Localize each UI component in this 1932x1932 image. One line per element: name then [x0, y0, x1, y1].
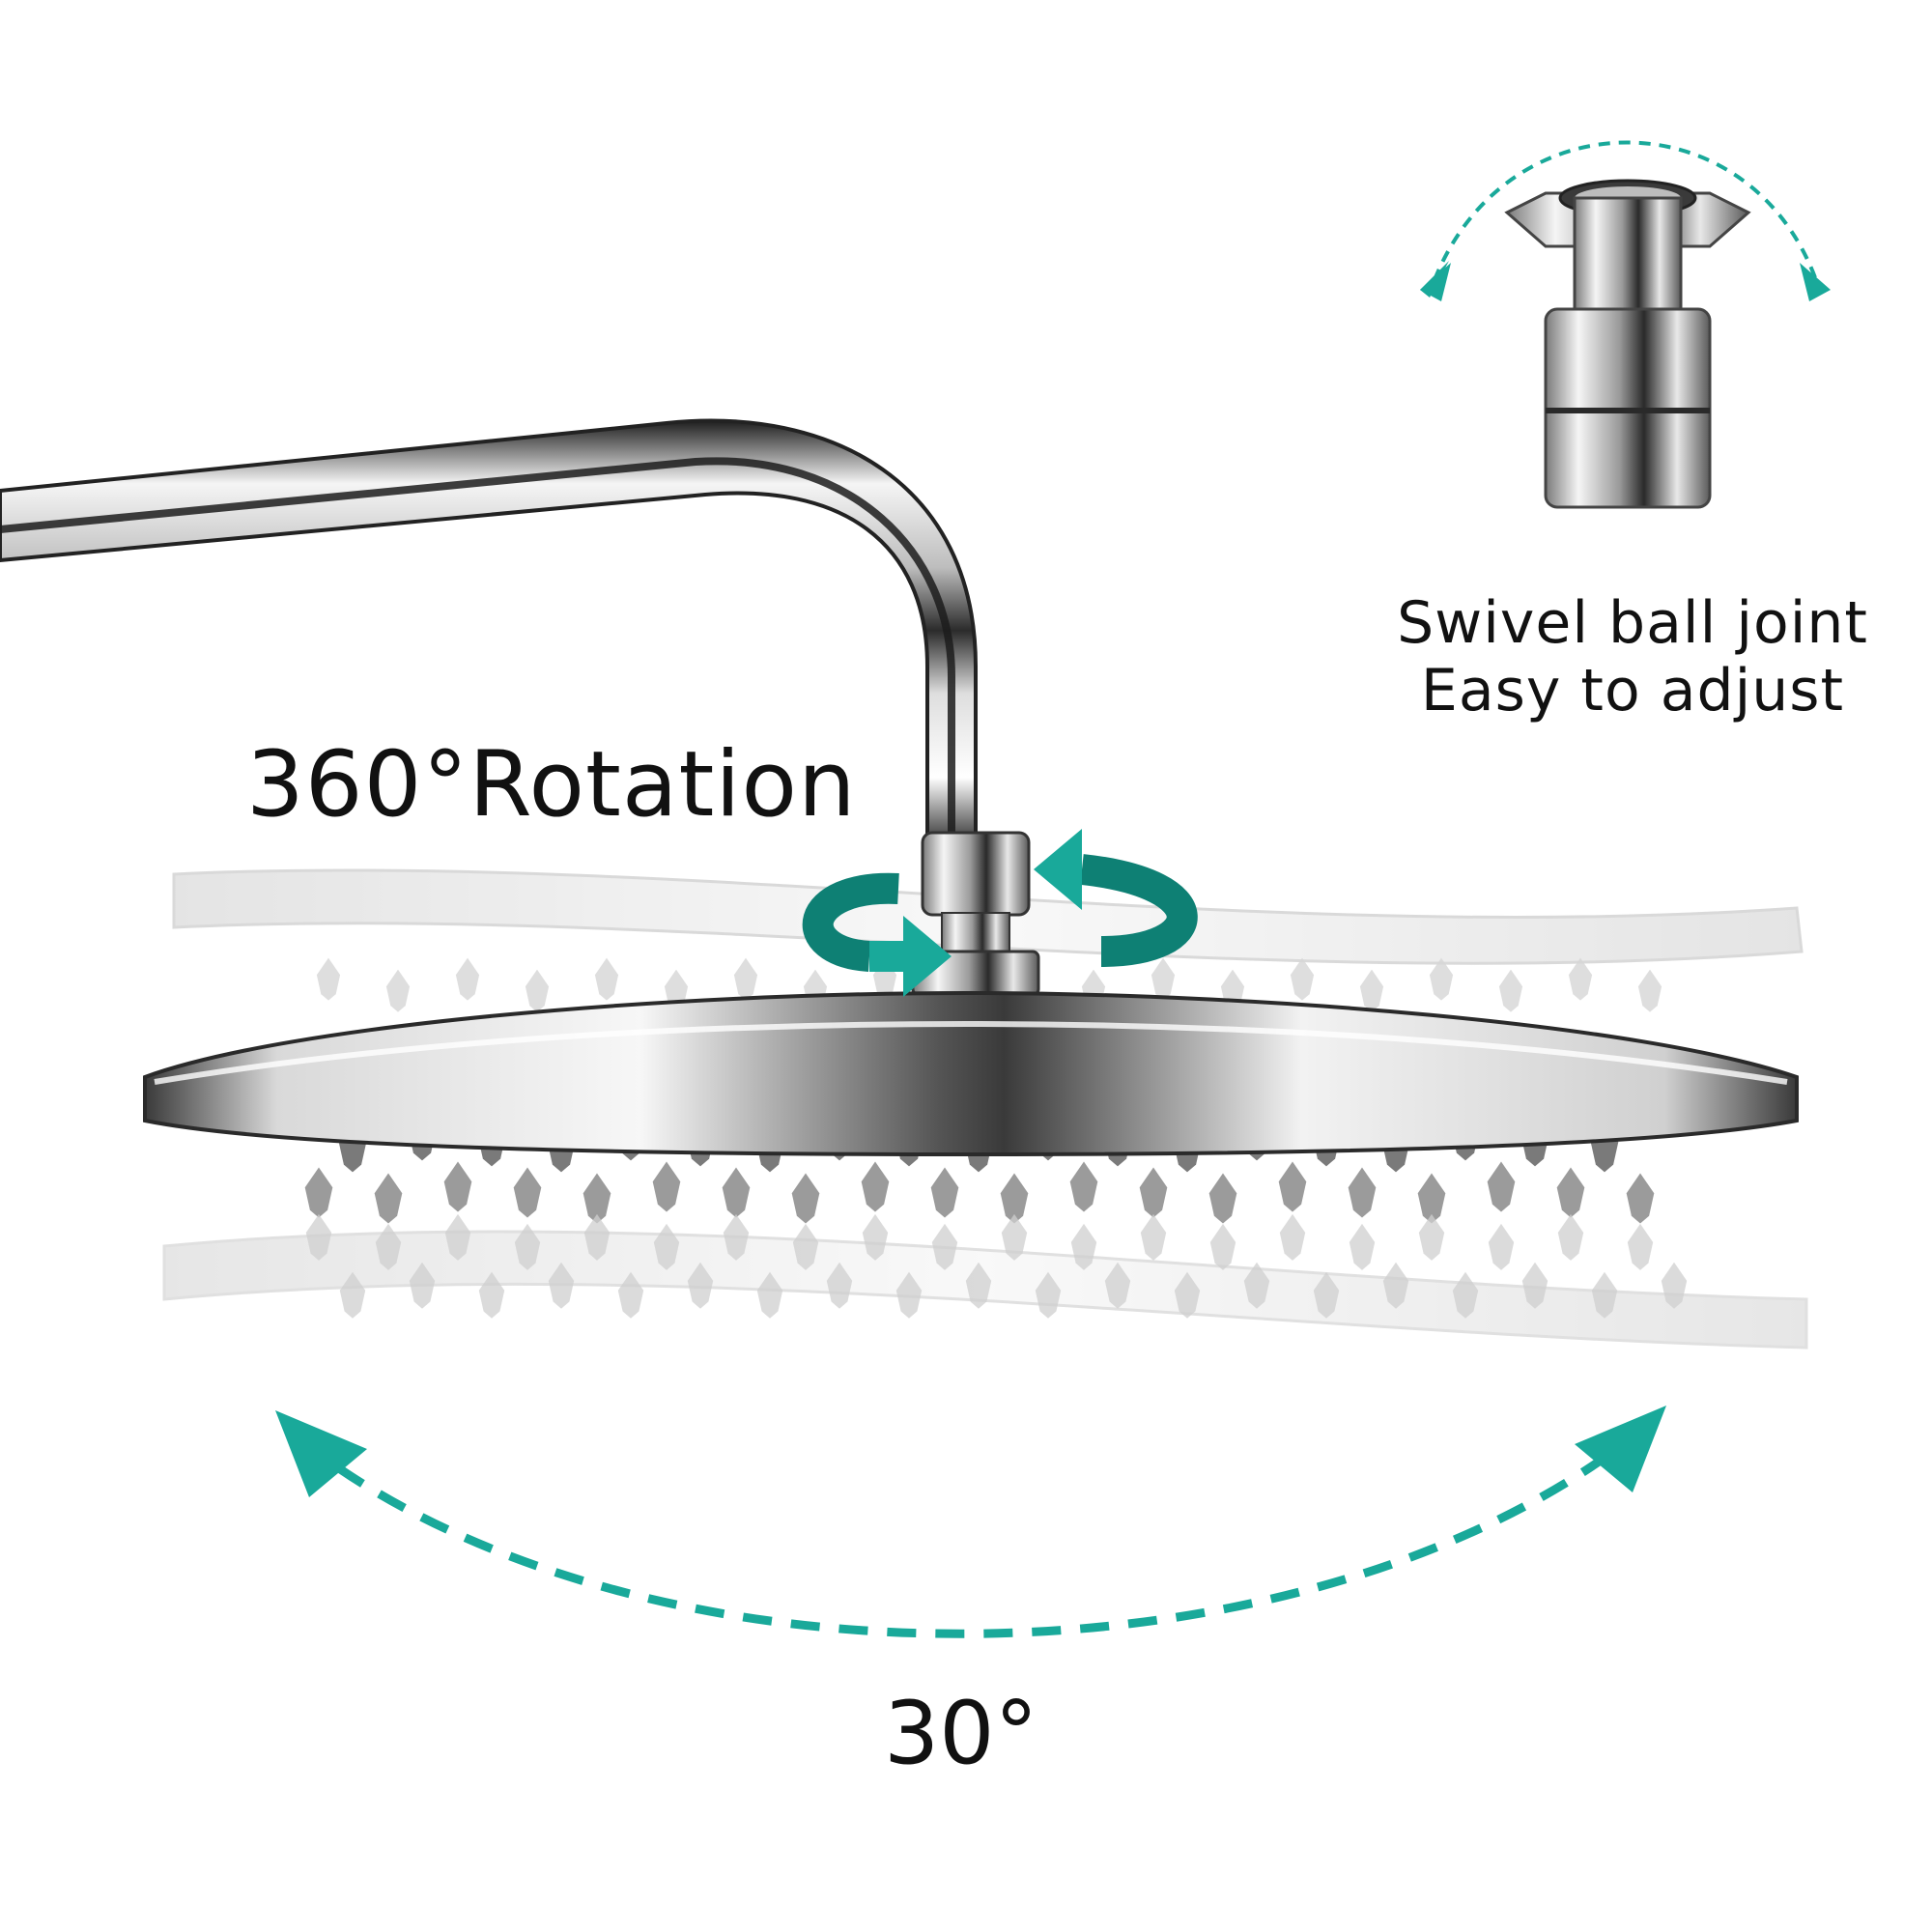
nozzle — [1417, 1173, 1446, 1224]
nozzle — [1035, 1271, 1062, 1319]
nozzle — [1348, 1167, 1377, 1218]
nozzle — [548, 1262, 575, 1309]
nozzle — [1359, 969, 1384, 1012]
nozzle — [826, 1262, 853, 1309]
swivel-caption-line1: Swivel ball joint — [1397, 589, 1868, 657]
nozzle — [1627, 1223, 1654, 1270]
nozzle — [1069, 1161, 1098, 1212]
rotation-caption: 360°Rotation — [246, 732, 857, 838]
tilt-arrow-right-head — [1575, 1406, 1666, 1492]
nozzle — [1661, 1262, 1688, 1309]
circular-rotation-arrows-icon — [802, 829, 1198, 997]
nozzle — [1001, 1213, 1028, 1261]
nozzle — [723, 1213, 750, 1261]
nozzle — [617, 1271, 644, 1319]
nozzle — [385, 969, 411, 1012]
nozzle — [930, 1167, 959, 1218]
nozzle — [1349, 1223, 1376, 1270]
nozzle — [862, 1213, 889, 1261]
nozzle — [756, 1271, 783, 1319]
nozzle — [687, 1262, 714, 1309]
nozzle — [525, 969, 550, 1012]
nozzle — [792, 1223, 819, 1270]
nozzle — [895, 1271, 923, 1319]
swivel-caption-line2: Easy to adjust — [1420, 657, 1845, 724]
nozzle — [375, 1223, 402, 1270]
nozzle — [583, 1213, 611, 1261]
nozzle — [374, 1173, 403, 1224]
nozzle — [305, 1213, 332, 1261]
nozzle — [582, 1173, 611, 1224]
nozzle — [861, 1161, 890, 1212]
shower-arm — [0, 418, 978, 842]
nozzle — [594, 957, 619, 1001]
nozzle — [1104, 1262, 1131, 1309]
swivel-ball-joint-part — [1504, 179, 1751, 509]
nozzle — [455, 957, 480, 1001]
nozzle — [316, 957, 341, 1001]
nozzle — [1568, 957, 1593, 1001]
nozzle — [513, 1167, 542, 1218]
nozzle — [1429, 957, 1454, 1001]
dashed-double-arrow-arc-icon — [297, 1426, 1645, 1638]
nozzle — [965, 1262, 992, 1309]
nozzle — [1278, 1161, 1307, 1212]
nozzle — [1382, 1262, 1409, 1309]
nozzle — [444, 1213, 471, 1261]
nozzle — [1498, 969, 1523, 1012]
nozzle — [1279, 1213, 1306, 1261]
nozzle — [478, 1271, 505, 1319]
nozzle — [514, 1223, 541, 1270]
nozzle — [1208, 1173, 1237, 1224]
nozzle — [1626, 1173, 1655, 1224]
nozzle — [1313, 1271, 1340, 1319]
nozzle — [1243, 1262, 1270, 1309]
swivel-caption: Swivel ball joint Easy to adjust — [1352, 589, 1913, 724]
nozzle — [1487, 1161, 1516, 1212]
nozzle — [304, 1167, 333, 1218]
nozzle — [1637, 969, 1662, 1012]
nozzle — [1452, 1271, 1479, 1319]
nozzle — [653, 1223, 680, 1270]
nozzle — [1209, 1223, 1236, 1270]
nozzle — [1521, 1262, 1548, 1309]
nozzle — [1070, 1223, 1097, 1270]
nozzle — [1140, 1213, 1167, 1261]
nozzle — [1139, 1167, 1168, 1218]
nozzle — [652, 1161, 681, 1212]
nozzle — [1488, 1223, 1515, 1270]
nozzle — [1290, 957, 1315, 1001]
nozzle — [339, 1271, 366, 1319]
tilt-arrow-left-head — [275, 1410, 367, 1497]
nozzle — [1418, 1213, 1445, 1261]
nozzle — [1556, 1167, 1585, 1218]
tilt-caption: 30° — [884, 1683, 1038, 1784]
nozzle — [931, 1223, 958, 1270]
nozzle — [1557, 1213, 1584, 1261]
nozzle — [409, 1262, 436, 1309]
nozzle — [1000, 1173, 1029, 1224]
nozzle — [1591, 1271, 1618, 1319]
nozzle — [1151, 957, 1176, 1001]
swivel-arrow-right-head — [1800, 263, 1831, 301]
nozzle — [1174, 1271, 1201, 1319]
swivel-arc-icon — [1433, 140, 1818, 281]
nozzle — [791, 1173, 820, 1224]
nozzle — [443, 1161, 472, 1212]
main-shower-head — [143, 990, 1799, 1157]
nozzle — [733, 957, 758, 1001]
nozzle — [722, 1167, 751, 1218]
